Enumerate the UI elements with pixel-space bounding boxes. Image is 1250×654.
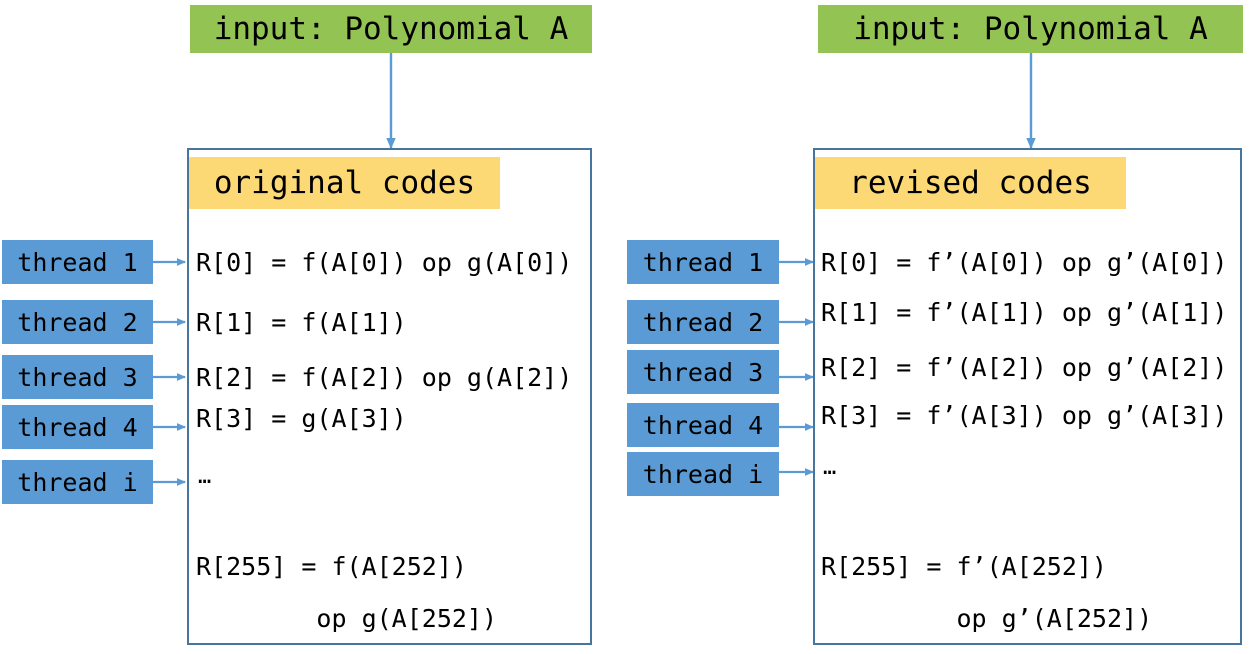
code-tail-revised-1: op g’(A[252]) [821, 604, 1153, 633]
panel-header-original: original codes [189, 157, 500, 209]
thread-box-revised-4[interactable]: thread 4 [627, 403, 779, 447]
code-line-revised-2: R[2] = f’(A[2]) op g’(A[2]) [821, 353, 1228, 382]
thread-box-revised-3[interactable]: thread 3 [627, 350, 779, 394]
input-box-revised: input: Polynomial A [818, 5, 1243, 53]
thread-box-original-4[interactable]: thread 4 [2, 405, 153, 449]
code-line-original-0: R[0] = f(A[0]) op g(A[0]) [196, 248, 573, 277]
thread-box-original-2[interactable]: thread 2 [2, 300, 153, 344]
thread-box-revised-1[interactable]: thread 1 [627, 240, 779, 284]
thread-label: thread 2 [17, 307, 138, 337]
code-line-original-1: R[1] = f(A[1]) [196, 308, 407, 337]
thread-label: thread 3 [642, 357, 764, 387]
code-tail-revised-0: R[255] = f’(A[252]) [821, 552, 1107, 581]
thread-label: thread 3 [17, 362, 138, 392]
panel-revised [813, 148, 1242, 645]
thread-label: thread i [17, 467, 138, 497]
thread-box-original-1[interactable]: thread 1 [2, 240, 153, 284]
code-line-revised-3: R[3] = f’(A[3]) op g’(A[3]) [821, 401, 1228, 430]
thread-label: thread 1 [642, 247, 764, 277]
panel-header-revised-label: revised codes [849, 165, 1092, 201]
code-line-original-2: R[2] = f(A[2]) op g(A[2]) [196, 363, 573, 392]
panel-header-original-label: original codes [213, 165, 476, 201]
thread-label: thread i [642, 459, 764, 489]
code-line-original-3: R[3] = g(A[3]) [196, 404, 407, 433]
thread-label: thread 4 [642, 410, 764, 440]
panel-original [187, 148, 592, 645]
code-line-revised-ellipsis: … [823, 455, 837, 480]
code-line-original-ellipsis: … [198, 464, 212, 489]
thread-box-original-3[interactable]: thread 3 [2, 355, 153, 399]
code-tail-original-1: op g(A[252]) [196, 604, 498, 633]
thread-label: thread 4 [17, 412, 138, 442]
panel-header-revised: revised codes [815, 157, 1126, 209]
input-box-original: input: Polynomial A [190, 5, 592, 53]
input-box-original-label: input: Polynomial A [213, 11, 569, 47]
thread-label: thread 1 [17, 247, 138, 277]
code-line-revised-1: R[1] = f’(A[1]) op g’(A[1]) [821, 298, 1228, 327]
code-tail-original-0: R[255] = f(A[252]) [196, 552, 467, 581]
thread-box-revised-i[interactable]: thread i [627, 452, 779, 496]
input-box-revised-label: input: Polynomial A [853, 11, 1208, 47]
code-line-revised-0: R[0] = f’(A[0]) op g’(A[0]) [821, 248, 1228, 277]
thread-box-original-i[interactable]: thread i [2, 460, 153, 504]
thread-box-revised-2[interactable]: thread 2 [627, 300, 779, 344]
thread-label: thread 2 [642, 307, 764, 337]
